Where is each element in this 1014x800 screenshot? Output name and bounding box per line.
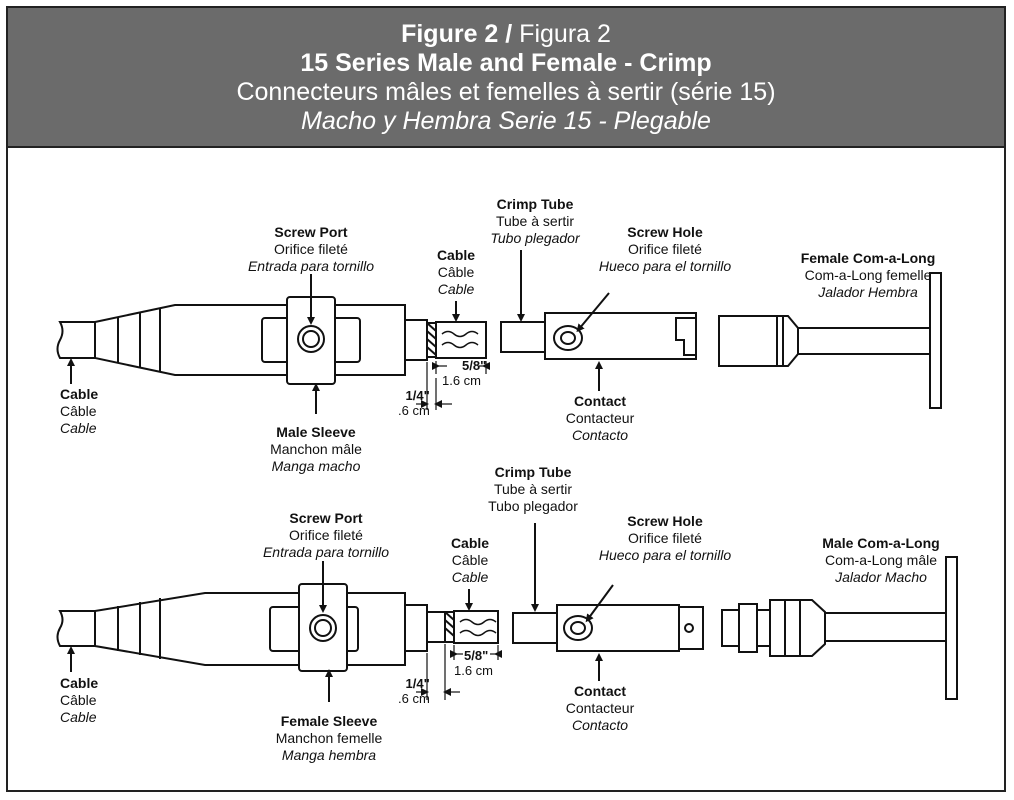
figure-frame: Figure 2 / Figura 2 15 Series Male and F… xyxy=(6,6,1006,792)
bottom-male-com-a-long xyxy=(721,556,958,700)
top-cable xyxy=(56,321,96,359)
top-dim-1-4: 1/4".6 cm xyxy=(398,388,430,418)
bottom-dim-1-4: 1/4".6 cm xyxy=(398,676,430,706)
title-french: Connecteurs mâles et femelles à sertir (… xyxy=(236,78,776,106)
top-male-sleeve xyxy=(94,296,487,385)
bottom-contact xyxy=(512,604,704,652)
top-contact xyxy=(500,312,697,360)
figure-header: Figure 2 / Figura 2 15 Series Male and F… xyxy=(8,8,1004,148)
bottom-dim-5-8: 5/8"1.6 cm xyxy=(454,648,494,678)
title-english: 15 Series Male and Female - Crimp xyxy=(300,49,712,77)
top-dim-5-8: 5/8"1.6 cm xyxy=(442,358,487,388)
figure-number: Figure 2 / Figura 2 xyxy=(401,20,611,48)
bottom-female-sleeve xyxy=(94,583,499,672)
title-spanish: Macho y Hembra Serie 15 - Plegable xyxy=(301,107,711,135)
top-female-com-a-long xyxy=(718,272,942,409)
bottom-cable xyxy=(56,610,96,647)
